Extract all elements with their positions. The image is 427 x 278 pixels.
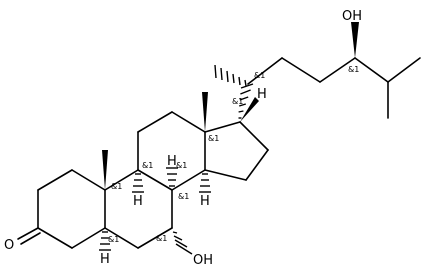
stereo-bonds — [99, 22, 359, 255]
c8-h-hash — [132, 173, 144, 193]
c7-stereo-mark: &1 — [156, 234, 167, 243]
c14-stereo-mark: &1 — [178, 192, 189, 201]
c8-hydrogen-label: H — [133, 194, 143, 209]
c24-oh-wedge — [351, 22, 359, 58]
c7-hydroxyl-label: OH — [193, 253, 213, 268]
c24-stereo-mark: &1 — [348, 65, 359, 74]
skeletal-bonds — [17, 57, 421, 249]
c5-stereo-mark: &1 — [108, 235, 119, 244]
c17-h-wedge — [240, 97, 259, 122]
c14-hydrogen-label: H — [200, 194, 210, 209]
ketone-oxygen-label: O — [4, 238, 14, 253]
c5-hydrogen-label: H — [100, 252, 110, 267]
c20-methyl-hash — [214, 64, 247, 87]
c10-stereo-mark: &1 — [111, 182, 122, 191]
c20-stereo-mark: &1 — [254, 71, 265, 80]
c8-stereo-mark: &1 — [142, 161, 153, 170]
stereo-descriptors: &1 &1 &1 &1 &1 &1 &1 &1 &1 &1 — [108, 65, 359, 244]
c17-hydrogen-label: H — [257, 87, 267, 102]
c13-methyl-wedge — [202, 92, 208, 132]
c17-stereo-mark: &1 — [232, 97, 243, 106]
c9-h-hash — [166, 167, 178, 187]
c9-hydrogen-label: H — [167, 154, 177, 169]
c14-h-hash — [199, 173, 211, 193]
atom-labels: O OH OH H H H H H — [4, 9, 362, 268]
c5-h-hash — [99, 231, 111, 251]
c10-methyl-wedge — [102, 150, 108, 190]
c9-stereo-mark: &1 — [176, 161, 187, 170]
c17-c20-hash — [238, 83, 254, 119]
side-chain-hydroxyl-label: OH — [342, 9, 362, 24]
c7-oh-hash — [172, 231, 193, 255]
c13-stereo-mark: &1 — [208, 134, 219, 143]
